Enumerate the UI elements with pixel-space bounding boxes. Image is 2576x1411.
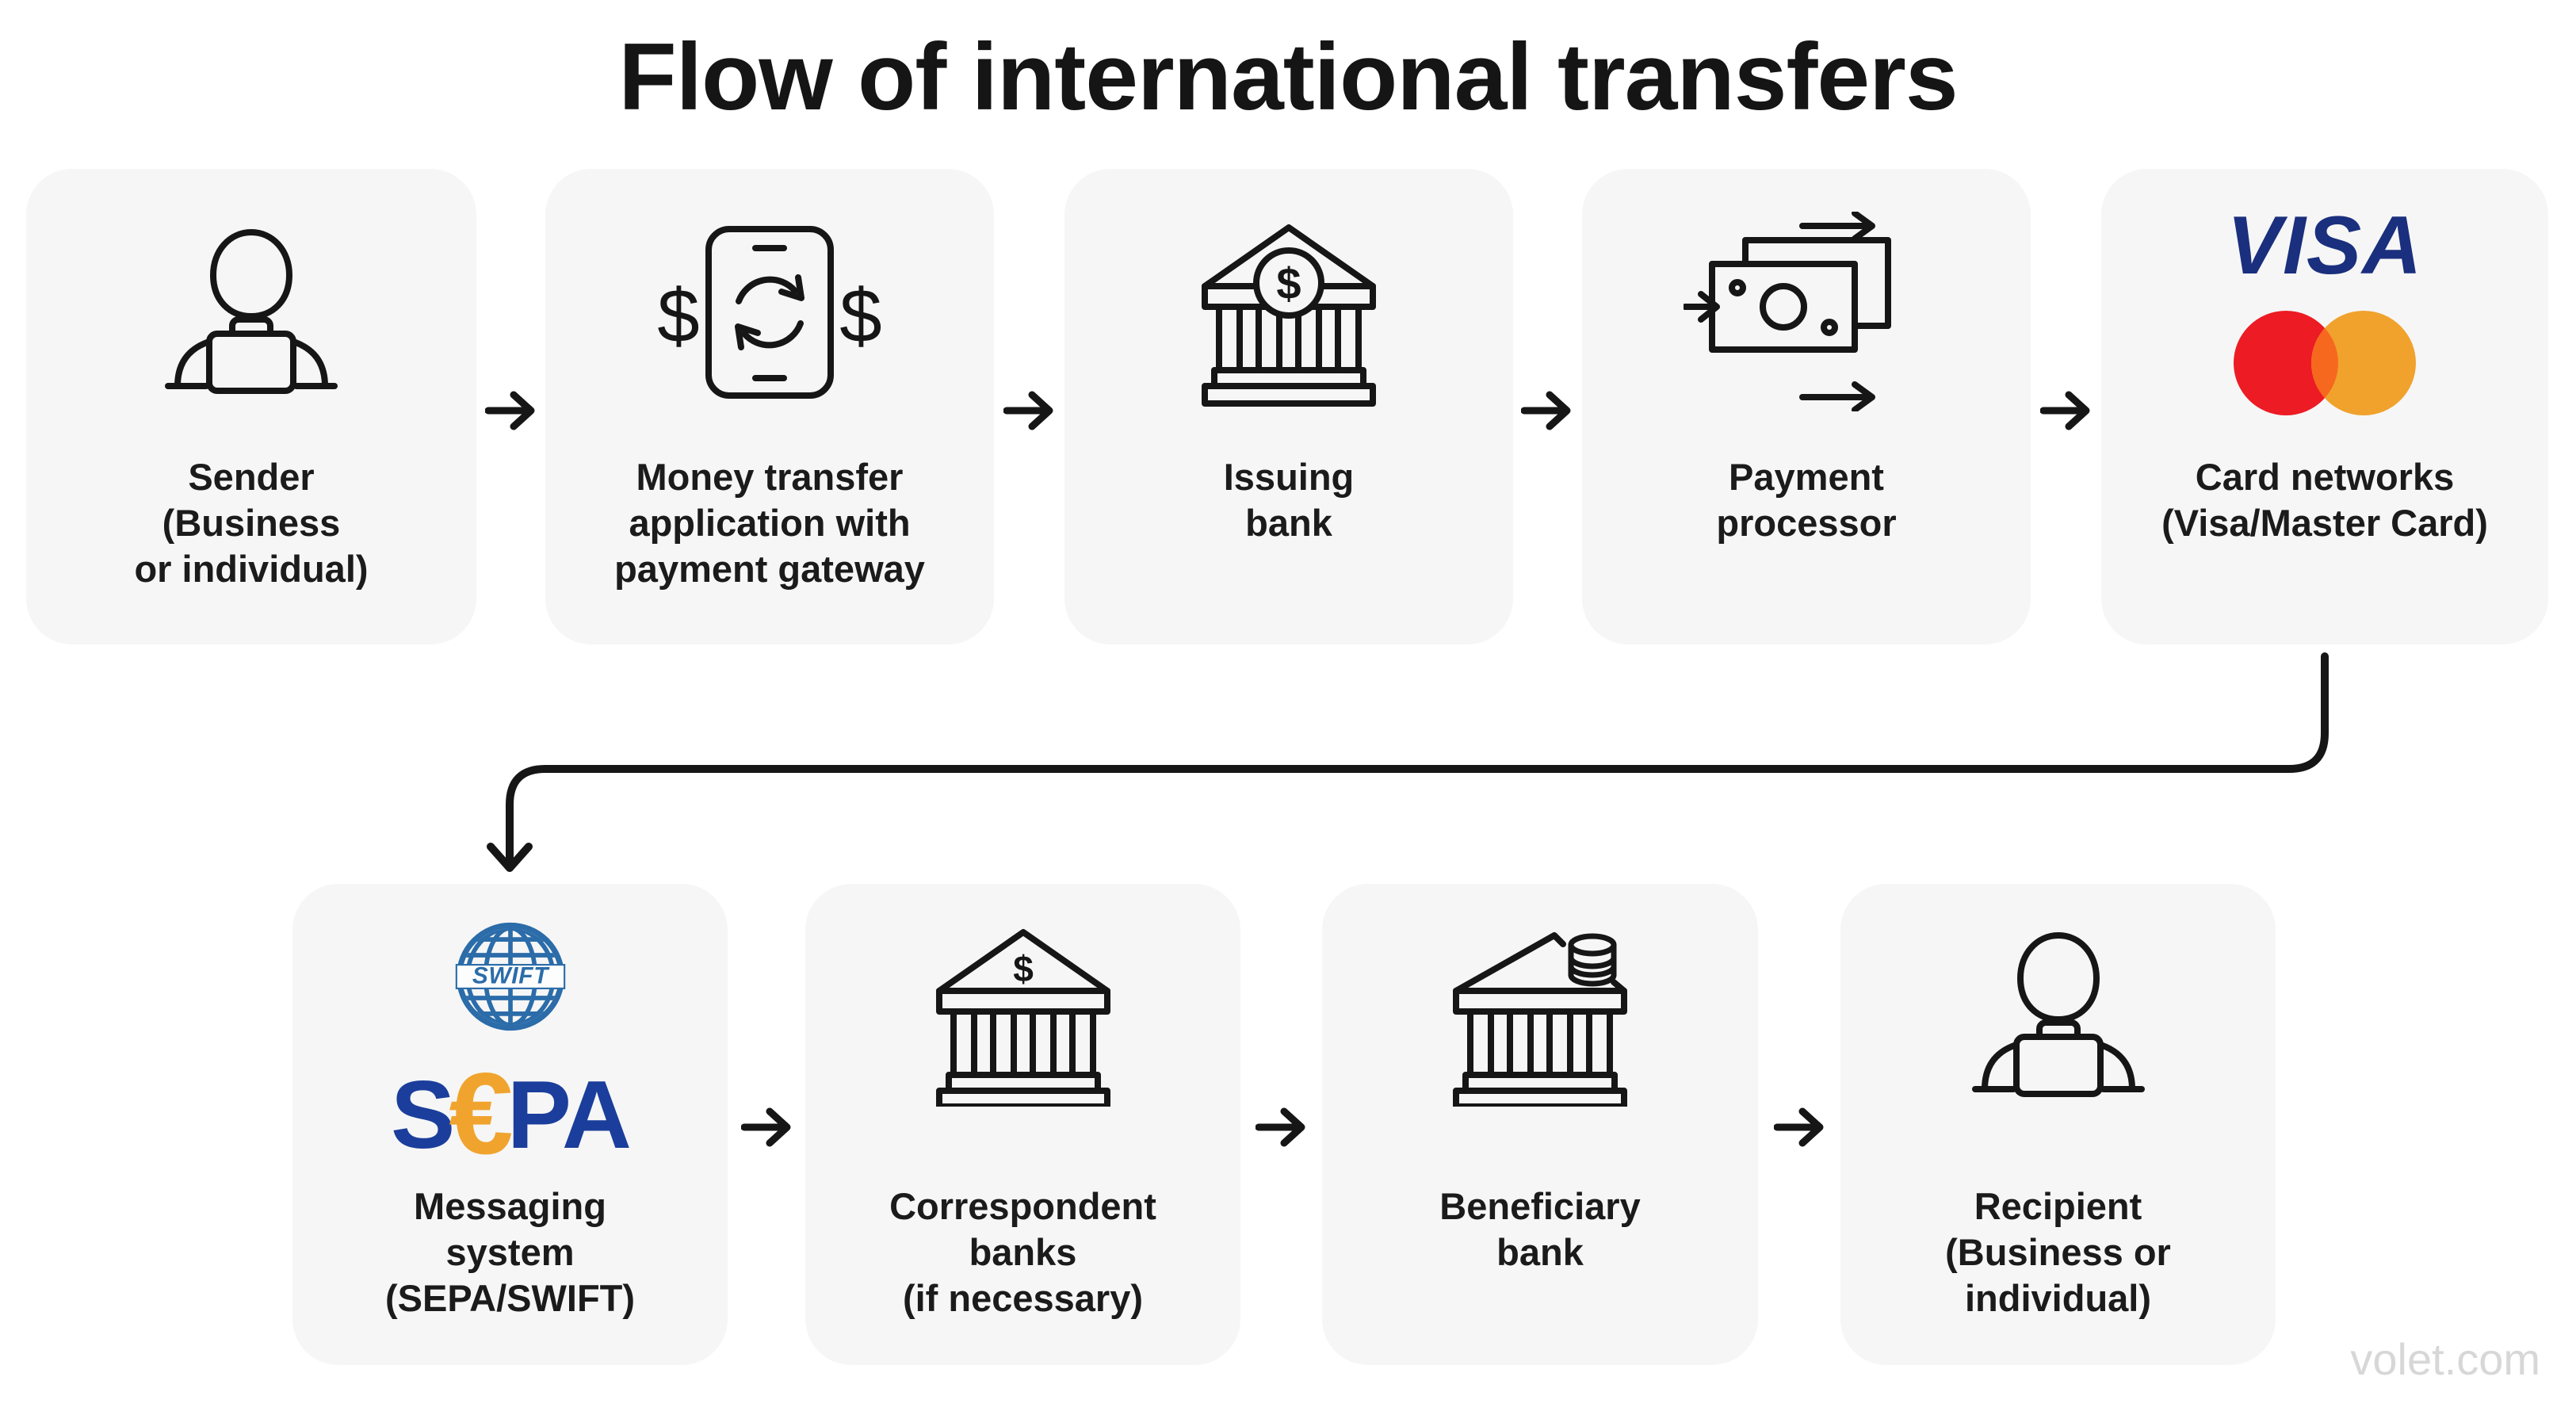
card-label: Recipient (Business or individual) <box>1848 1183 2268 1321</box>
card-label-line: Recipient <box>1974 1185 2142 1227</box>
card-label: Payment processor <box>1590 454 2023 546</box>
card-label-line: Messaging <box>414 1185 606 1227</box>
card-correspondent-banks: $ Correspondent banks (if necessary) <box>805 884 1240 1365</box>
card-label: Issuing bank <box>1072 454 1505 546</box>
bank-icon: $ <box>935 929 1110 1107</box>
mastercard-logo <box>2233 311 2416 415</box>
flow-arrow-icon <box>741 1107 791 1147</box>
card-label: Correspondent banks (if necessary) <box>813 1183 1233 1321</box>
card-label: Card networks (Visa/Master Card) <box>2109 454 2540 546</box>
dollar-sign: $ <box>839 273 881 358</box>
card-icon-area: $ <box>805 916 1240 1114</box>
swift-sepa-logos: SWIFT S€PA <box>292 920 728 1174</box>
card-label-line: (Business or <box>1945 1231 2171 1273</box>
connector-arrow <box>487 652 2329 872</box>
flow-arrow-icon <box>1003 391 1053 430</box>
card-label: Sender (Business or individual) <box>34 454 468 592</box>
card-label-line: Beneficiary <box>1439 1185 1641 1227</box>
card-label-line: Card networks <box>2195 456 2455 498</box>
card-issuing-bank: $ Issuing bank <box>1064 169 1513 644</box>
card-label-line: Issuing <box>1223 456 1355 498</box>
card-label-line: (if necessary) <box>902 1277 1144 1319</box>
card-icon-area <box>1840 916 2276 1114</box>
watermark: volet.com <box>2350 1334 2540 1384</box>
card-icon-area: $ <box>1064 212 1513 411</box>
euro-sign: € <box>449 1049 513 1178</box>
dollar-sign: $ <box>1276 258 1301 308</box>
flow-arrow-icon <box>1256 1107 1305 1147</box>
page-title: Flow of international transfers <box>618 24 1958 130</box>
sepa-letters: PA <box>506 1061 632 1168</box>
card-label-line: Money transfer <box>636 456 904 498</box>
card-messaging-system: SWIFT S€PA Messaging system (SEPA/SWIFT) <box>292 884 728 1365</box>
flow-arrow-icon <box>2040 391 2090 430</box>
flow-arrow-icon <box>1774 1107 1824 1147</box>
card-label-line: or individual) <box>134 548 369 590</box>
card-card-networks: VISA Card networks (Visa/Master Card) <box>2101 169 2548 644</box>
card-label: Money transfer application with payment … <box>553 454 986 592</box>
card-label-line: bank <box>1496 1231 1584 1273</box>
banknotes-arrows-icon <box>1684 212 1891 411</box>
sepa-letter: S <box>390 1061 455 1168</box>
card-sender: Sender (Business or individual) <box>26 169 476 644</box>
card-money-transfer-application: $ $ Money transfer application with paym… <box>545 169 994 644</box>
bank-coins-icon <box>1453 932 1627 1107</box>
sepa-logo: S€PA <box>390 1049 632 1174</box>
card-label-line: (Visa/Master Card) <box>2161 502 2488 544</box>
card-label-line: banks <box>969 1231 1077 1273</box>
card-label-line: system <box>445 1231 575 1273</box>
card-label-line: processor <box>1716 502 1897 544</box>
card-label-line: application with <box>629 502 911 544</box>
swift-globe-logo: SWIFT <box>455 922 565 1031</box>
visa-logo: VISA <box>2226 200 2423 292</box>
swift-wordmark: SWIFT <box>472 963 549 989</box>
card-label: Beneficiary bank <box>1330 1183 1750 1275</box>
dollar-sign: $ <box>657 273 699 358</box>
card-icon-area: VISA <box>2101 205 2548 415</box>
card-label-line: Correspondent <box>889 1185 1156 1227</box>
card-label-line: (SEPA/SWIFT) <box>384 1277 636 1319</box>
phone-transfer-icon: $ $ <box>657 225 882 399</box>
card-icon-area <box>1582 212 2031 411</box>
card-label: Messaging system (SEPA/SWIFT) <box>300 1183 720 1321</box>
person-briefcase-icon <box>1971 932 2145 1097</box>
card-icon-area: $ $ <box>545 212 994 411</box>
flow-arrow-icon <box>485 391 535 430</box>
card-payment-processor: Payment processor <box>1582 169 2031 644</box>
flow-arrow-icon <box>1521 391 1571 430</box>
card-label-line: Sender <box>188 456 315 498</box>
card-recipient: Recipient (Business or individual) <box>1840 884 2276 1365</box>
card-label-line: individual) <box>1965 1277 2151 1319</box>
card-label-line: bank <box>1245 502 1332 544</box>
card-icon-area <box>26 212 476 411</box>
card-label-line: Payment <box>1729 456 1884 498</box>
visa-mastercard-logos: VISA <box>2227 205 2423 419</box>
person-briefcase-icon <box>165 229 338 394</box>
card-label-line: (Business <box>162 502 341 544</box>
dollar-sign: $ <box>1013 948 1034 989</box>
card-icon-area <box>1322 916 1758 1114</box>
card-label-line: payment gateway <box>614 548 925 590</box>
bank-dollar-icon: $ <box>1202 224 1376 407</box>
card-beneficiary-bank: Beneficiary bank <box>1322 884 1758 1365</box>
